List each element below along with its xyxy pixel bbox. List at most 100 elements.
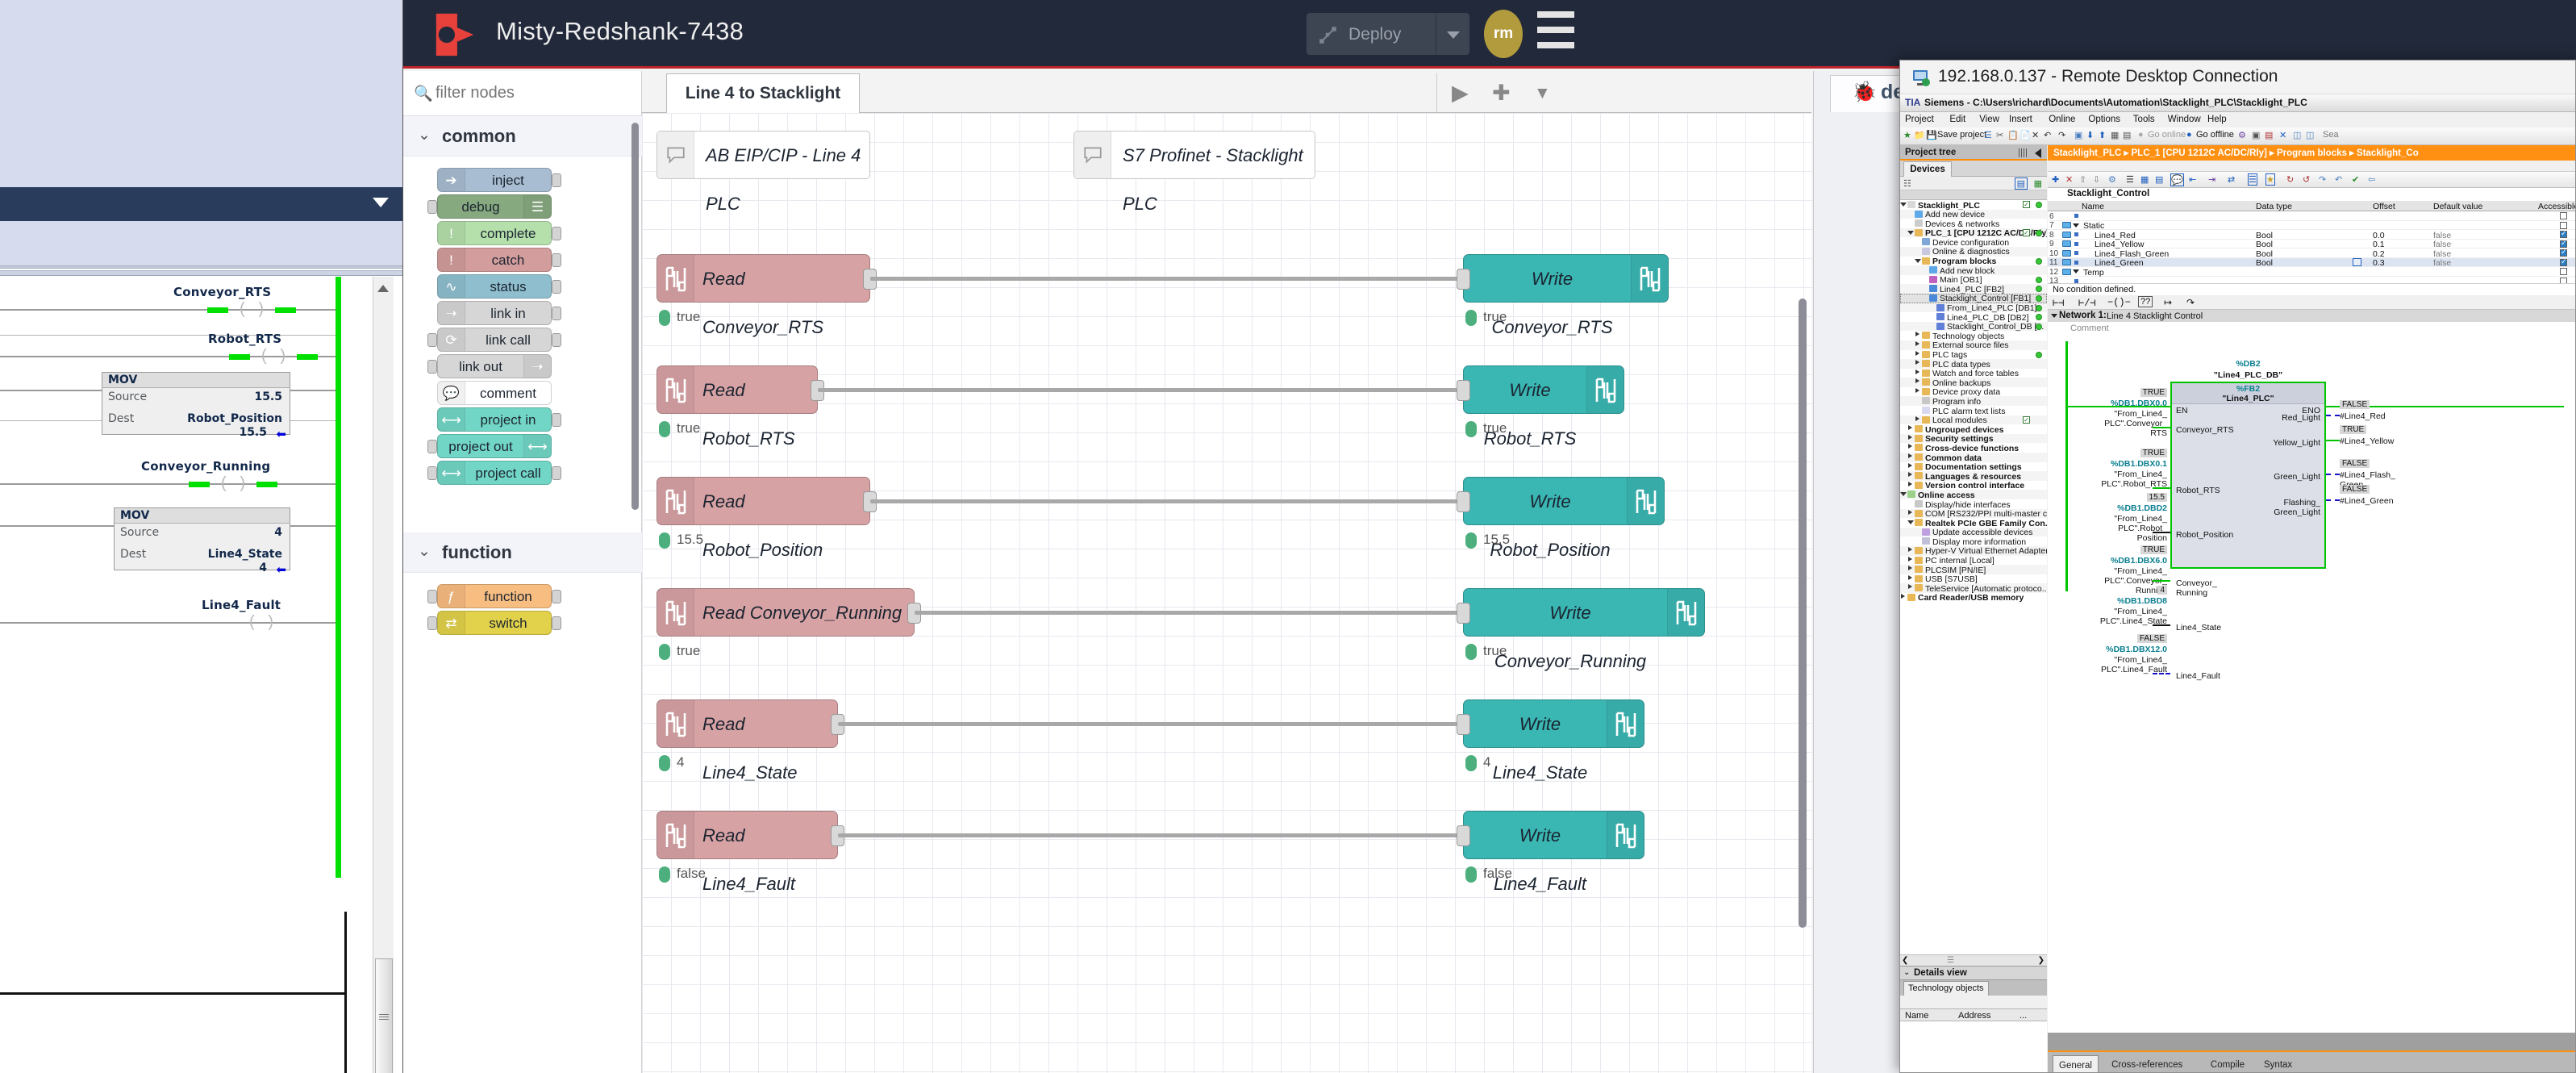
node-output-port[interactable] bbox=[552, 333, 561, 347]
tree-item-plc-data-types[interactable]: PLC data types bbox=[1900, 359, 2047, 369]
inspector-tab-cross-references[interactable]: Cross-references bbox=[2106, 1055, 2188, 1073]
node-input-port[interactable] bbox=[427, 333, 437, 347]
tree-item-display-hide-interfaces[interactable]: Display/hide interfaces bbox=[1900, 499, 2047, 509]
go-offline-label[interactable]: Go offline bbox=[2196, 130, 2234, 140]
read-node-5[interactable]: Read Line4_Fault bbox=[657, 811, 838, 859]
write-node-3[interactable]: Write Conveyor_Running bbox=[1463, 588, 1705, 637]
tree-filter-icon[interactable]: ☷ bbox=[1903, 178, 1911, 189]
project-tree-hscroll[interactable]: ❮ ☰ ❯ bbox=[1900, 954, 2047, 966]
twisty-open-icon[interactable] bbox=[1907, 520, 1914, 524]
add-tab-icon[interactable]: ✚ bbox=[1492, 81, 1511, 106]
comment-node-1[interactable]: S7 Profinet - Stacklight PLC bbox=[1073, 131, 1315, 179]
node-input-port[interactable] bbox=[1457, 269, 1470, 290]
coil-icon[interactable]: −()− bbox=[2107, 297, 2131, 308]
palette-node-catch[interactable]: !catch bbox=[437, 248, 552, 272]
read-node-1[interactable]: Read Robot_RTS bbox=[657, 365, 818, 414]
node-input-port[interactable] bbox=[427, 616, 437, 630]
output-coil-1[interactable]: ( ) bbox=[250, 348, 297, 365]
variable-row-line4-green[interactable]: 11Line4_GreenBool0.3false bbox=[2048, 258, 2576, 268]
write-node-0[interactable]: Write Conveyor_RTS bbox=[1463, 254, 1669, 303]
mov-instruction-0[interactable]: MOV Source 15.5 Dest Robot_Position 15.5… bbox=[102, 372, 290, 435]
palette-node-project-in[interactable]: ⟷project in bbox=[437, 407, 552, 432]
variable-row-line4-yellow[interactable]: 9Line4_YellowBool0.1false bbox=[2048, 240, 2576, 249]
ladder-canvas[interactable]: Conveyor_RTS ( ) Robot_RTS ( ) bbox=[0, 277, 384, 1073]
twisty-open-icon[interactable] bbox=[2073, 223, 2079, 228]
menu-item-help[interactable]: Help bbox=[2207, 115, 2227, 124]
tree-item-plc-alarm-text-lists[interactable]: PLC alarm text lists bbox=[1900, 406, 2047, 415]
function-block-box[interactable]: %FB2 "Line4_PLC" EN ENO Conveyor_RTSRobo… bbox=[2170, 382, 2326, 569]
tree-item-device-configuration[interactable]: Device configuration bbox=[1900, 237, 2047, 247]
accessible-checkbox[interactable] bbox=[2560, 212, 2567, 219]
accessible-checkbox[interactable] bbox=[2560, 268, 2567, 275]
tab-technology-objects[interactable]: Technology objects bbox=[1903, 981, 1989, 996]
tree-item-online-backups[interactable]: Online backups bbox=[1900, 378, 2047, 387]
node-input-port[interactable] bbox=[1457, 714, 1470, 735]
tree-item-program-blocks[interactable]: Program blocks bbox=[1900, 257, 2047, 266]
go-online-label[interactable]: Go online bbox=[2148, 130, 2186, 140]
variable-row-temp[interactable]: 12Temp bbox=[2048, 267, 2576, 277]
palette-node-inject[interactable]: ➔inject bbox=[437, 168, 552, 192]
tree-item-local-modules[interactable]: Local modules✓ bbox=[1900, 415, 2047, 425]
details-view-header[interactable]: ⌄ Details view bbox=[1900, 966, 2047, 980]
tree-item-plc-tags[interactable]: PLC tags bbox=[1900, 350, 2047, 360]
twisty-closed-icon[interactable] bbox=[1901, 594, 1905, 599]
menu-item-view[interactable]: View bbox=[1979, 115, 1999, 124]
tree-item-card-reader-usb-memory[interactable]: Card Reader/USB memory bbox=[1900, 593, 2047, 603]
twisty-closed-icon[interactable] bbox=[1915, 341, 1919, 346]
twisty-open-icon[interactable] bbox=[1915, 259, 1921, 263]
canvas-scrollbar[interactable] bbox=[1799, 121, 1807, 1057]
tree-item-devices-networks[interactable]: Devices & networks bbox=[1900, 219, 2047, 228]
avatar[interactable]: rm bbox=[1484, 10, 1523, 58]
tree-item-online-access[interactable]: Online access bbox=[1900, 490, 2047, 499]
accessible-checkbox[interactable] bbox=[2560, 222, 2567, 229]
variable-row-static[interactable]: 7Static bbox=[2048, 221, 2576, 231]
tree-item-line4-plc-fb2-[interactable]: Line4_PLC [FB2] bbox=[1900, 284, 2047, 294]
palette-node-comment[interactable]: 💬comment bbox=[437, 381, 552, 405]
tree-item-external-source-files[interactable]: External source files bbox=[1900, 340, 2047, 350]
twisty-closed-icon[interactable] bbox=[1908, 425, 1912, 430]
node-output-port[interactable] bbox=[552, 590, 561, 603]
accessible-checkbox[interactable] bbox=[2560, 259, 2567, 266]
tree-item-online-diagnostics[interactable]: Online & diagnostics bbox=[1900, 247, 2047, 257]
tree-item-stacklight-plc[interactable]: Stacklight_PLC✓ bbox=[1900, 200, 2047, 210]
accessible-checkbox[interactable] bbox=[2560, 231, 2567, 238]
read-node-3[interactable]: Read Conveyor_Running bbox=[657, 588, 915, 637]
inspector-tab-general[interactable]: General bbox=[2053, 1055, 2099, 1073]
node-input-port[interactable] bbox=[427, 200, 437, 214]
tree-item-stacklight-control-db-[interactable]: Stacklight_Control_DB [... bbox=[1900, 322, 2047, 332]
node-output-port[interactable] bbox=[552, 280, 561, 294]
twisty-closed-icon[interactable] bbox=[1908, 547, 1912, 552]
twisty-open-icon[interactable] bbox=[1900, 202, 1907, 207]
tree-item-plcsim-pn-ie-[interactable]: PLCSIM [PN/IE] bbox=[1900, 565, 2047, 574]
ladder-network-canvas[interactable]: %DB2 "Line4_PLC_DB" %FB2 "Line4_PLC" EN … bbox=[2048, 335, 2576, 1061]
tree-item-technology-objects[interactable]: Technology objects bbox=[1900, 331, 2047, 340]
pin-icon[interactable] bbox=[2019, 148, 2028, 157]
palette-node-complete[interactable]: !complete bbox=[437, 221, 552, 245]
twisty-open-icon[interactable] bbox=[2073, 269, 2079, 273]
menu-item-project[interactable]: Project bbox=[1905, 115, 1934, 124]
variable-row-line4-flash-green[interactable]: 10Line4_Flash_GreenBool0.2false bbox=[2048, 248, 2576, 258]
variable-declaration-table[interactable]: Name Data type Offset Default value Acce… bbox=[2048, 201, 2576, 283]
palette-filter[interactable]: 🔍 bbox=[403, 71, 642, 116]
palette-category-function[interactable]: ⌄ function bbox=[403, 532, 642, 573]
node-input-port[interactable] bbox=[1457, 825, 1470, 846]
scroll-up-icon[interactable] bbox=[377, 285, 389, 292]
tree-item-languages-resources[interactable]: Languages & resources bbox=[1900, 471, 2047, 481]
menu-item-window[interactable]: Window bbox=[2168, 115, 2201, 124]
twisty-closed-icon[interactable] bbox=[1915, 416, 1919, 421]
mov-instruction-1[interactable]: MOV Source 4 Dest Line4_State 4 ⬅ bbox=[114, 507, 290, 570]
tree-item-add-new-block[interactable]: Add new block bbox=[1900, 265, 2047, 275]
palette-node-function[interactable]: ƒfunction bbox=[437, 584, 552, 608]
search-input[interactable] bbox=[436, 81, 621, 104]
chevron-down-icon[interactable]: ▼ bbox=[1534, 84, 1551, 103]
tree-grid-view-icon[interactable]: ▦ bbox=[2034, 178, 2042, 189]
node-input-port[interactable] bbox=[427, 440, 437, 453]
output-coil-5[interactable]: ( ) bbox=[238, 614, 285, 632]
tree-list-view-icon[interactable]: ▤ bbox=[2015, 177, 2028, 190]
twisty-closed-icon[interactable] bbox=[1915, 351, 1919, 356]
tree-item-main-ob1-[interactable]: Main [OB1] bbox=[1900, 275, 2047, 285]
branch-close-icon[interactable]: ↷ bbox=[2186, 297, 2195, 308]
tree-item-from-line4-plc-db1-[interactable]: From_Line4_PLC [DB1] bbox=[1900, 303, 2047, 313]
normally-open-contact-icon[interactable]: ⊢⊣ bbox=[2053, 297, 2064, 309]
twisty-open-icon[interactable] bbox=[1900, 492, 1907, 496]
